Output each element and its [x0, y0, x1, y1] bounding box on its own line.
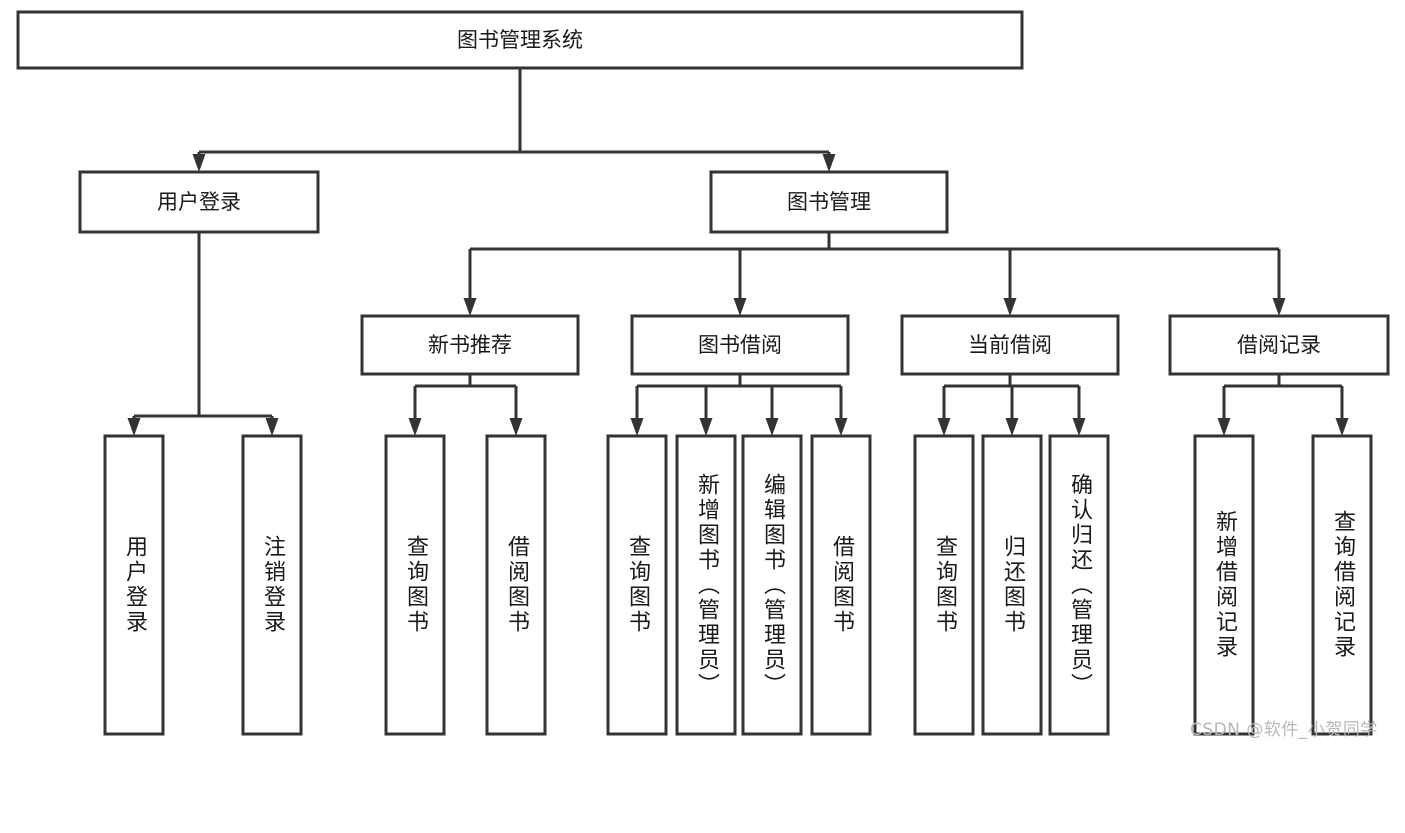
node-box-leaf-edit-book[interactable] [741, 434, 803, 736]
node-label-book-manage: 图书管理 [787, 190, 871, 214]
node-box-leaf-return-book[interactable] [981, 434, 1043, 736]
node-box-current-borrow[interactable] [900, 314, 1120, 376]
node-box-new-book-recommend[interactable] [360, 314, 580, 376]
node-box-leaf-user-login[interactable] [103, 434, 165, 736]
arrow-head-book-borrow-leaf-add-book [699, 418, 713, 436]
arrow-head-user-login-leaf-user-login [127, 418, 141, 436]
arrow-head-borrow-record-leaf-add-record [1217, 418, 1231, 436]
node-label-new-book-recommend: 新书推荐 [428, 333, 512, 357]
connector-layer [127, 68, 1349, 436]
flowchart-diagram: 图书管理系统用户登录图书管理新书推荐图书借阅当前借阅借阅记录 用户登录注销登录查… [16, 10, 1390, 740]
node-label-borrow-record: 借阅记录 [1237, 333, 1321, 357]
node-box-book-borrow[interactable] [630, 314, 850, 376]
arrow-head-book-manage-book-borrow [733, 298, 747, 316]
node-box-leaf-query-record[interactable] [1311, 434, 1373, 736]
arrow-head-book-manage-borrow-record [1272, 298, 1286, 316]
node-box-leaf-query-book-1[interactable] [384, 434, 446, 736]
arrow-head-book-manage-new-book-recommend [463, 298, 477, 316]
node-label-user-login: 用户登录 [157, 190, 241, 214]
arrow-head-borrow-record-leaf-query-record [1335, 418, 1349, 436]
node-box-root[interactable] [16, 10, 1024, 70]
node-label-book-borrow: 图书借阅 [698, 333, 782, 357]
node-box-leaf-confirm-return[interactable] [1048, 434, 1110, 736]
arrow-head-new-book-recommend-leaf-query-book-1 [408, 418, 422, 436]
node-label-current-borrow: 当前借阅 [968, 333, 1052, 357]
node-box-user-login[interactable] [78, 170, 320, 234]
arrow-head-book-borrow-leaf-edit-book [765, 418, 779, 436]
arrow-head-book-manage-current-borrow [1003, 298, 1017, 316]
arrow-head-book-borrow-leaf-borrow-book-2 [834, 418, 848, 436]
arrow-head-root-book-manage [822, 154, 836, 172]
node-box-leaf-user-logout[interactable] [241, 434, 303, 736]
node-box-leaf-query-book-3[interactable] [913, 434, 975, 736]
node-box-layer [16, 10, 1390, 736]
csdn-watermark: CSDN @软件_小贺同学 [1190, 720, 1378, 740]
arrow-head-root-user-login [192, 154, 206, 172]
node-box-leaf-add-record[interactable] [1193, 434, 1255, 736]
arrow-head-book-borrow-leaf-query-book-2 [630, 418, 644, 436]
arrow-head-current-borrow-leaf-return-book [1005, 418, 1019, 436]
node-box-leaf-query-book-2[interactable] [606, 434, 668, 736]
node-box-book-manage[interactable] [709, 170, 949, 234]
arrow-head-new-book-recommend-leaf-borrow-book-1 [509, 418, 523, 436]
node-box-leaf-borrow-book-1[interactable] [485, 434, 547, 736]
node-box-borrow-record[interactable] [1168, 314, 1390, 376]
arrow-head-current-borrow-leaf-query-book-3 [937, 418, 951, 436]
node-label-root: 图书管理系统 [457, 28, 583, 52]
node-box-leaf-add-book[interactable] [675, 434, 737, 736]
node-box-leaf-borrow-book-2[interactable] [810, 434, 872, 736]
arrow-head-user-login-leaf-user-logout [265, 418, 279, 436]
arrow-head-current-borrow-leaf-confirm-return [1072, 418, 1086, 436]
